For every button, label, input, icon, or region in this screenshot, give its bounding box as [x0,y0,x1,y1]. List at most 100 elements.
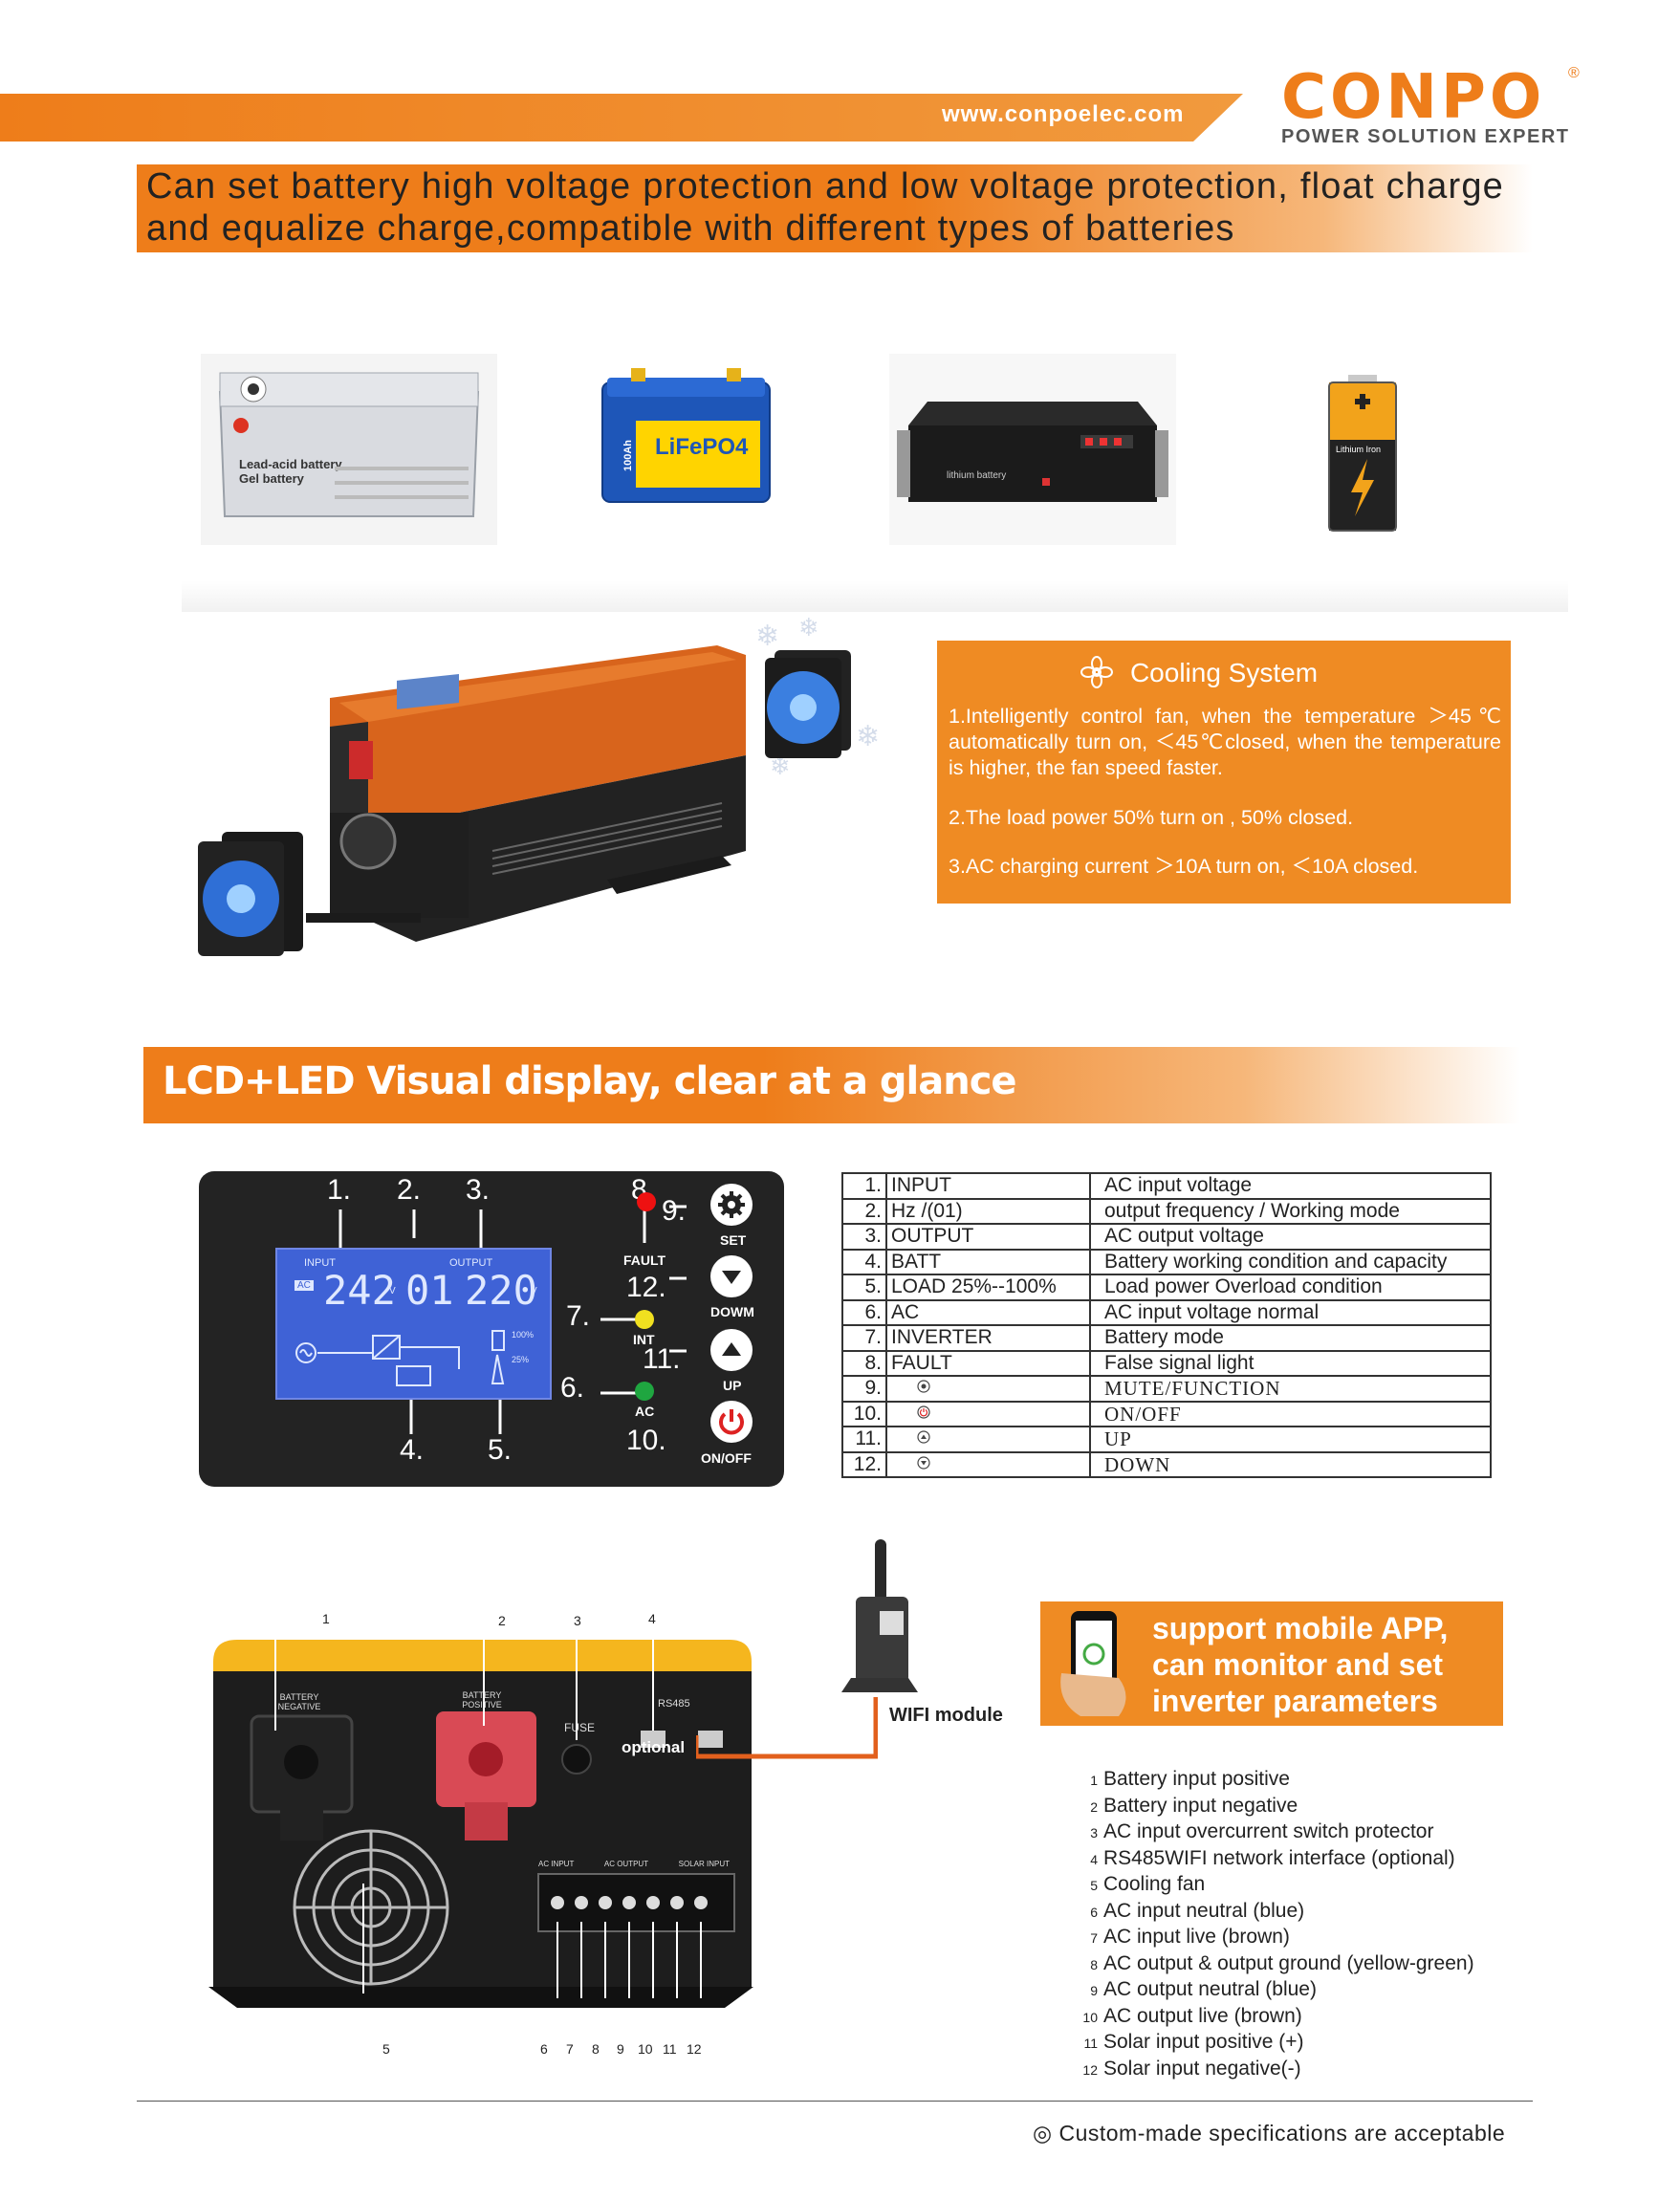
lcd-25pct: 25% [512,1355,529,1364]
banner-display [143,1047,1520,1123]
rear-callout-5: 5 [382,2041,390,2057]
rear-callout-6: 6 [540,2041,548,2057]
up-button[interactable] [710,1329,753,1371]
rear-callout-12: 12 [687,2041,702,2057]
callout-6: 6. [560,1372,585,1404]
spec-num: 2. [841,1197,887,1225]
registered-mark: ® [1568,65,1580,81]
spec-num: 12. [841,1450,887,1478]
spec-name: INPUT [885,1172,1091,1200]
up-button-label: UP [723,1378,742,1393]
svg-text:❄: ❄ [856,721,880,752]
legend-number: 12 [1082,2061,1098,2078]
legend-item: 6 AC input neutral (blue) [1080,1899,1474,1926]
cooling-point-2: 2.The load power 50% turn on , 50% close… [949,806,1354,829]
down-arrow-icon [885,1450,1091,1478]
svg-text:❄: ❄ [770,751,791,780]
callout-10: 10. [626,1425,666,1456]
legend-number: 8 [1090,1956,1098,1972]
legend-number: 1 [1090,1773,1098,1788]
legend-text: AC input neutral (blue) [1103,1899,1305,1922]
rear-callout-9: 9 [617,2041,624,2057]
svg-text:❄: ❄ [798,613,819,642]
spec-num: 3. [841,1223,887,1251]
callout-12: 12. [626,1272,666,1303]
legend-item: 11 Solar input positive (+) [1080,2030,1474,2057]
mobile-app-text: support mobile APP, can monitor and set … [1152,1610,1448,1719]
legend-number: 7 [1090,1930,1098,1946]
lcd-screen: INPUT OUTPUT AC 242 V 01 220 V 100% 25% [275,1248,552,1400]
battery-lead-acid-image: Lead-acid battery Gel battery [201,354,497,545]
power-button[interactable] [710,1401,753,1443]
set-button[interactable] [710,1184,753,1226]
lcd-output-label: OUTPUT [449,1257,493,1269]
rear-callout-7: 7 [566,2041,574,2057]
inverter-rear-image [208,1573,753,2017]
legend-text: AC input live (brown) [1103,1926,1290,1948]
rear-callout-11: 11 [663,2041,677,2057]
spec-desc: Battery mode [1089,1324,1492,1352]
legend-text: AC output neutral (blue) [1103,1978,1317,2000]
spec-desc: output frequency / Working mode [1089,1197,1492,1225]
rear-callout-8: 8 [592,2041,600,2057]
lcd-flow-diagram: 100% 25% [295,1330,534,1386]
gel-battery-label: Gel battery [239,471,305,486]
rear-callout-4: 4 [648,1611,656,1626]
wifi-module-label: WIFI module [889,1705,1003,1726]
spec-row: 10.ON/OFF [841,1400,1492,1427]
legend-item: 1 Battery input positive [1080,1767,1474,1794]
website-url[interactable]: www.conpoelec.com [942,101,1185,127]
brand-tagline: POWER SOLUTION EXPERT [1281,126,1570,147]
gear-icon [885,1375,1091,1403]
spec-num: 4. [841,1248,887,1275]
legend-text: AC output & output ground (yellow-green) [1103,1951,1474,1974]
banner-battery-compat [137,164,1533,252]
down-button[interactable] [710,1255,753,1297]
lcd-100pct: 100% [512,1330,534,1340]
legend-text: Battery input positive [1103,1768,1290,1790]
spec-num: 5. [841,1274,887,1301]
app-line-1: support mobile APP, [1152,1611,1449,1645]
rear-callout-1: 1 [322,1611,330,1626]
gear-icon [718,1191,745,1218]
spec-num: 7. [841,1324,887,1352]
spec-desc: False signal light [1089,1349,1492,1377]
up-arrow-icon [885,1426,1091,1453]
lead-acid-label: Lead-acid battery [239,457,342,471]
spec-desc: AC input voltage [1089,1172,1492,1200]
capacity-label: 100Ah [622,440,634,471]
legend-number: 11 [1083,2036,1098,2051]
lcd-unit-v-output: V [531,1286,537,1296]
legend-text: Solar input positive (+) [1103,2031,1304,2053]
footer-note: ◎ Custom-made specifications are accepta… [1033,2121,1505,2146]
spec-name: BATT [885,1248,1091,1275]
spec-row: 9.MUTE/FUNCTION [841,1375,1492,1403]
cooling-system-panel: Cooling System 1.Intelligently control f… [937,641,1511,904]
app-line-3: inverter parameters [1152,1684,1438,1718]
spec-name: INVERTER [885,1324,1091,1352]
spec-name: AC [885,1298,1091,1326]
terminal-group-ac-input: AC INPUT [538,1860,575,1868]
spec-row: 2.Hz /(01)output frequency / Working mod… [841,1197,1492,1225]
down-button-label: DOWM [710,1304,754,1319]
cooling-point-3: 3.AC charging current ＞10A turn on, ＜10A… [949,855,1419,878]
footer-text: Custom-made specifications are acceptabl… [1058,2121,1506,2146]
fault-led [637,1192,656,1211]
fault-led-label: FAULT [623,1252,666,1268]
cooling-description: 1.Intelligently control fan, when the te… [949,704,1501,880]
legend-number: 6 [1090,1904,1098,1920]
legend-number: 2 [1090,1798,1098,1815]
legend-number: 3 [1090,1825,1098,1841]
ac-led-label: AC [635,1404,655,1419]
banner-display-text: LCD+LED Visual display, clear at a glanc… [163,1059,1017,1103]
spec-num: 11. [841,1426,887,1453]
legend-number: 10 [1082,2009,1098,2025]
